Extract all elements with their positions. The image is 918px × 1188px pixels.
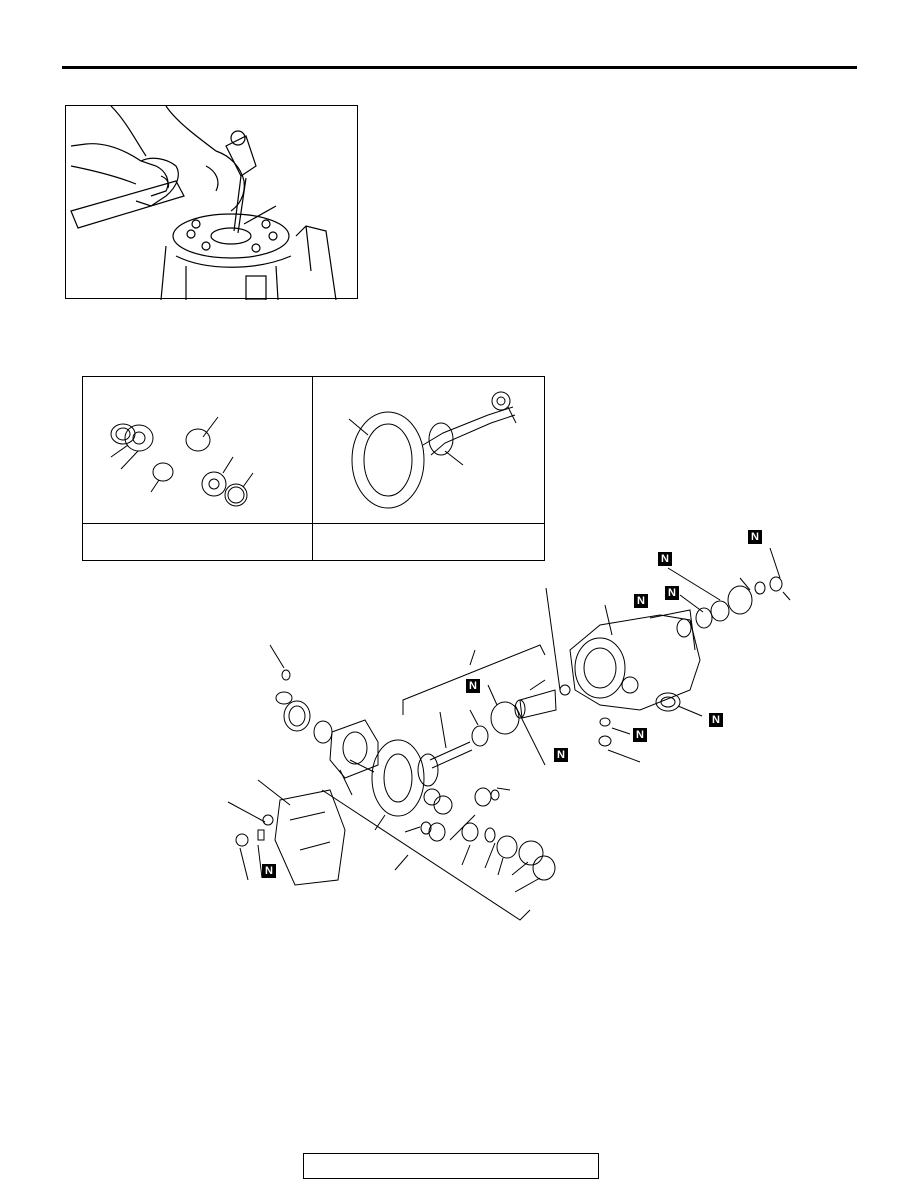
page-footer bbox=[303, 1153, 599, 1179]
new-part-badge: N bbox=[748, 530, 762, 544]
header-rule bbox=[62, 66, 857, 69]
new-part-badge: N bbox=[466, 679, 480, 693]
new-part-badge: N bbox=[665, 586, 679, 600]
new-part-badge: N bbox=[633, 728, 647, 742]
new-part-badge: N bbox=[709, 713, 723, 727]
table-divider bbox=[83, 523, 544, 524]
parts-table bbox=[82, 376, 545, 561]
new-part-badge: N bbox=[554, 748, 568, 762]
gear-parts-illustration bbox=[110, 391, 517, 509]
new-part-badge: N bbox=[634, 594, 648, 608]
new-part-badge: N bbox=[262, 864, 276, 878]
table-divider bbox=[312, 377, 313, 560]
new-part-badge: N bbox=[658, 552, 672, 566]
hammer-illustration-figure bbox=[65, 105, 358, 300]
hammer-illustration bbox=[70, 106, 337, 300]
